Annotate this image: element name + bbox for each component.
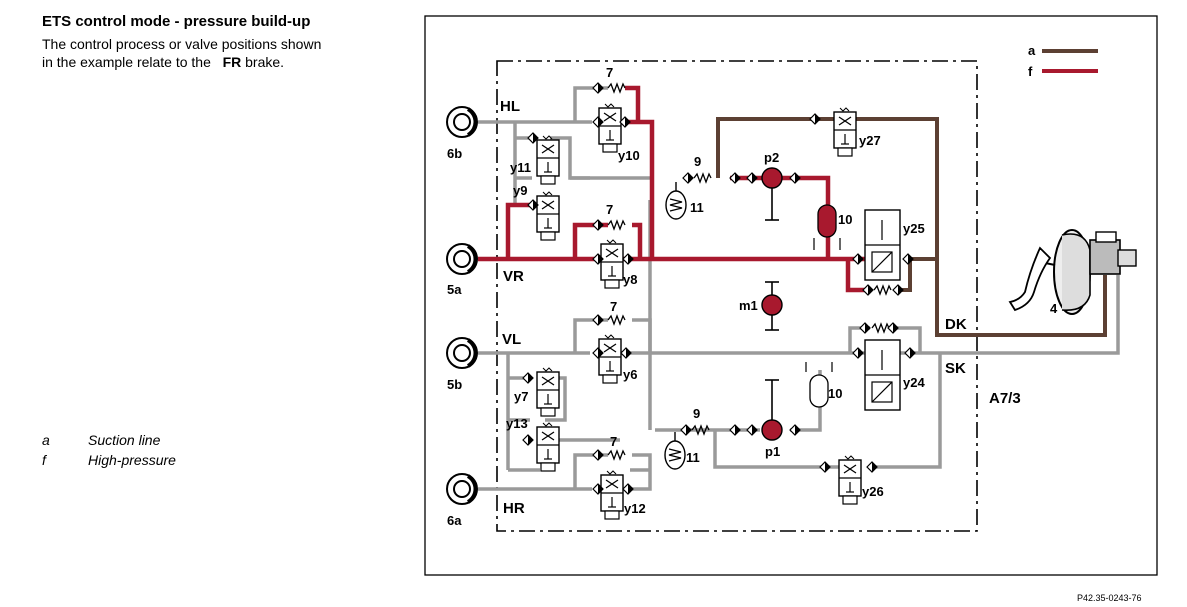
spring-y25-icon [873,285,892,295]
label-y9: y9 [513,183,527,198]
wheel-5a-icon [445,242,479,276]
label-m1: m1 [739,298,758,313]
valve-y7-icon [536,367,560,417]
damper-10a-icon [813,204,841,250]
page-title: ETS control mode - pressure build-up [42,13,311,30]
label-5a: 5a [447,282,462,297]
spring-7d-icon [607,450,626,460]
label-7b: 7 [606,202,613,217]
spring-7c-icon [607,315,626,325]
spring-7b-icon [607,220,626,230]
label-p2: p2 [764,150,779,165]
label-SK: SK [945,360,966,377]
label-A73: A7/3 [989,390,1021,407]
description-line-2: in the example relate to the FR brake. [42,53,402,71]
label-11b: 11 [686,450,700,465]
label-y13: y13 [506,416,528,431]
label-y26: y26 [862,484,884,499]
label-11a: 11 [690,200,704,215]
diagram-frame [424,15,1158,576]
valve-y8-icon [600,239,624,289]
label-y11: y11 [510,160,531,175]
legend-label-f: High-pressure [88,452,176,468]
valve-y10-icon [598,103,622,153]
unit-boundary [496,60,978,532]
description: The control process or valve positions s… [42,35,402,71]
spring-7a-icon [607,83,626,93]
legend-label-a: Suction line [88,432,161,448]
diagram-labels: HL VR VL HR 6b 5a 5b 6a y11 y9 y10 y8 y7… [447,65,1058,528]
valve-y9-icon [536,191,560,241]
label-y10: y10 [618,148,640,163]
label-y25: y25 [903,221,925,236]
legend-entry-a: a Suction line [42,430,176,450]
label-y27: y27 [859,133,881,148]
wheel-6a-icon [445,472,479,506]
description-bold: FR [222,54,242,70]
legend-key-f: f [42,452,46,468]
label-6b: 6b [447,146,462,161]
label-7c: 7 [610,299,617,314]
legend-entry-f: f High-pressure [42,450,176,470]
motor-m1-icon [761,281,783,331]
legend-diagram-a: a [1028,43,1036,58]
description-line-1: The control process or valve positions s… [42,36,322,52]
spring-9a-icon [693,173,712,183]
label-10a: 10 [838,212,852,227]
legend-key-a: a [42,432,50,448]
pump-p2-icon [761,167,783,221]
legend-text: a Suction line f High-pressure [42,430,176,470]
label-HR: HR [503,500,525,517]
label-HL: HL [500,98,520,115]
description-line-2-post: brake. [241,54,285,70]
valve-y25-icon [864,209,901,281]
pump-p1-icon [761,379,783,441]
label-7a: 7 [606,65,613,80]
label-y24: y24 [903,375,925,390]
description-line-2-pre: in the example relate to the [42,54,211,70]
label-y12: y12 [624,501,646,516]
valve-y26-icon [838,455,862,505]
accumulator-11a-icon [665,190,687,220]
valve-y13-icon [536,422,560,472]
label-4: 4 [1050,301,1058,316]
valve-y12-icon [600,470,624,520]
label-6a: 6a [447,513,462,528]
accumulator-11b-icon [664,440,686,470]
label-9a: 9 [694,154,701,169]
label-VL: VL [502,331,521,348]
label-y8: y8 [623,272,637,287]
label-VR: VR [503,268,524,285]
label-5b: 5b [447,377,462,392]
label-y7: y7 [514,389,528,404]
label-p1: p1 [765,444,780,459]
label-10b: 10 [828,386,842,401]
damper-10b-icon [805,362,833,408]
wheel-6b-icon [445,105,479,139]
label-y6: y6 [623,367,637,382]
brake-booster-4-icon [1008,229,1137,315]
label-7d: 7 [610,434,617,449]
valve-y6-icon [598,334,622,384]
spring-y24-icon [871,323,890,333]
figure-code: P42.35-0243-76 [1077,593,1142,603]
legend-diagram-f: f [1028,64,1033,79]
valve-y27-icon [833,107,857,157]
valve-y11-icon [536,135,560,185]
label-DK: DK [945,316,967,333]
valve-y24-icon [864,339,901,411]
wheel-5b-icon [445,336,479,370]
label-9b: 9 [693,406,700,421]
